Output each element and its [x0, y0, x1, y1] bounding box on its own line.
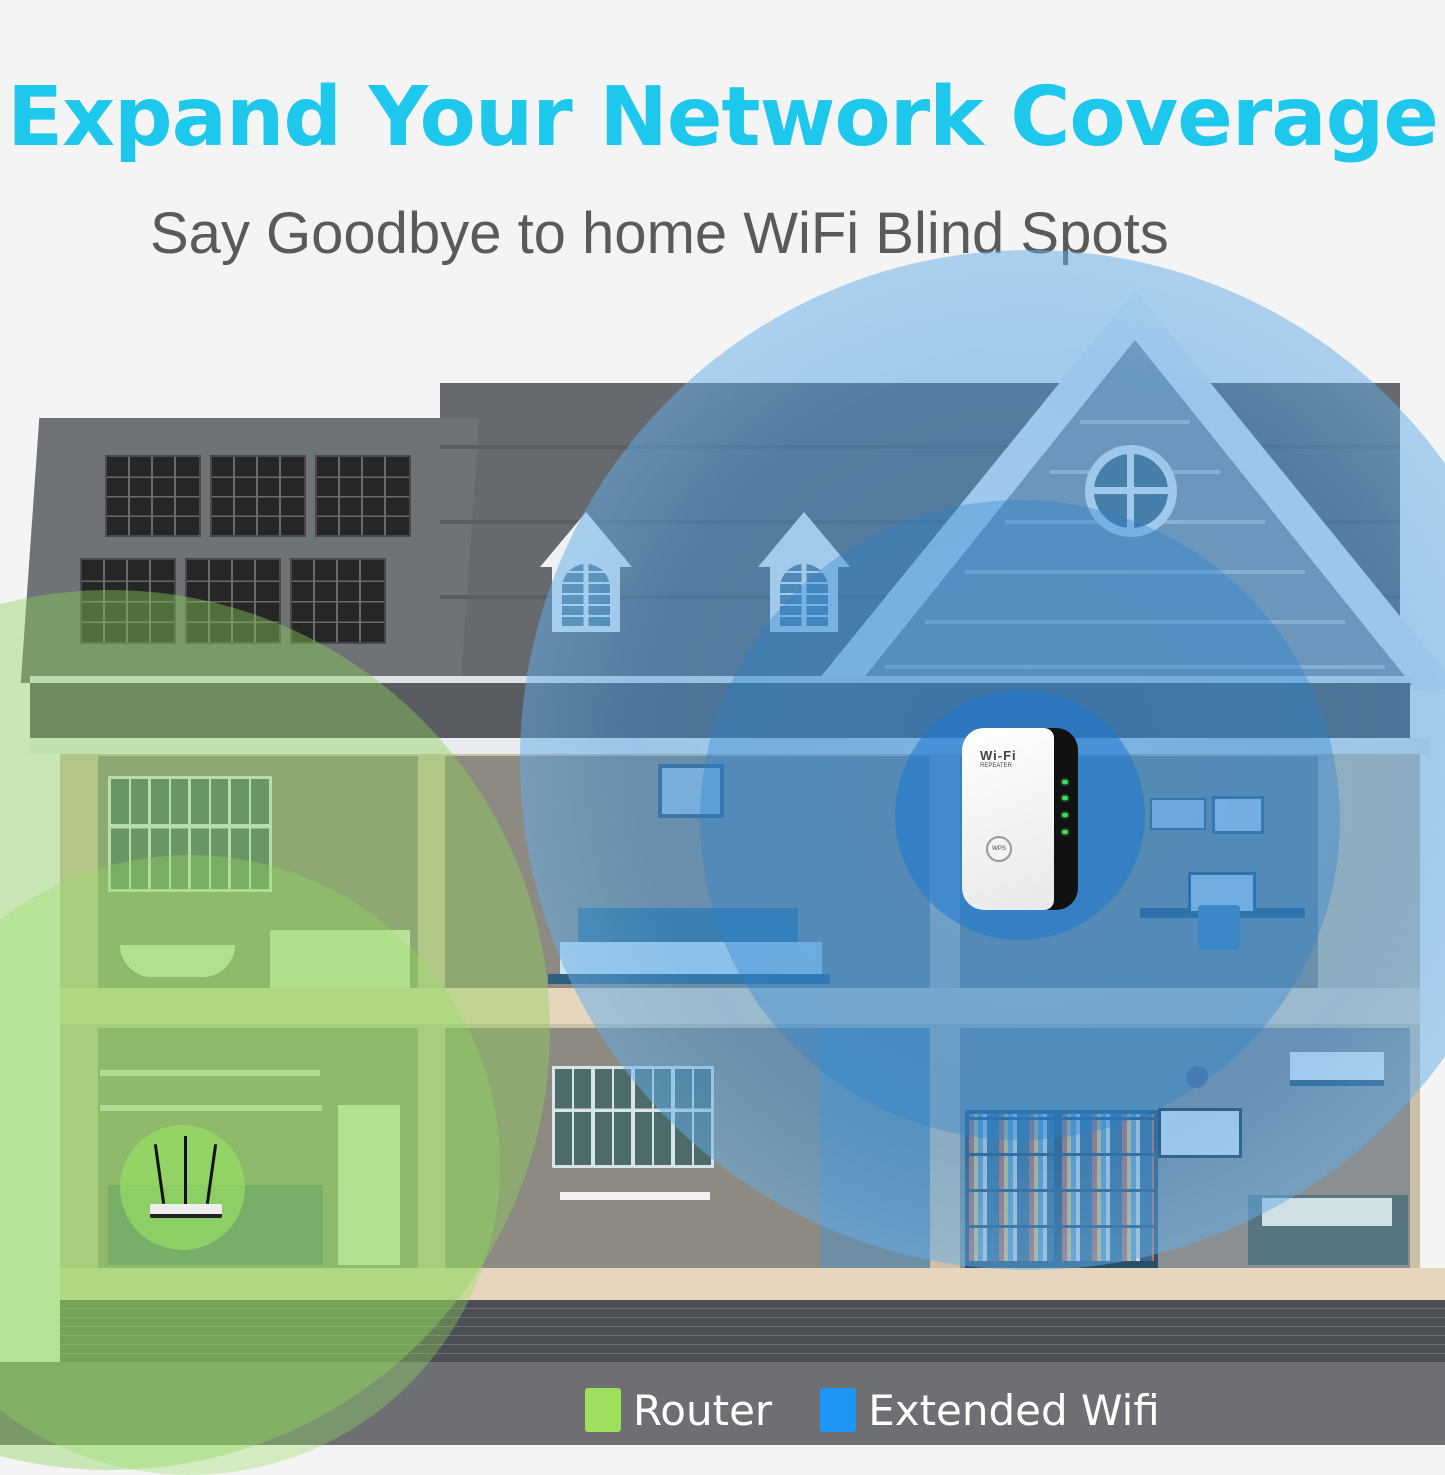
legend: Router Extended Wifi	[585, 1385, 1208, 1435]
wlan-led-icon	[1062, 796, 1068, 800]
solar-panel	[80, 558, 176, 644]
foundation	[60, 1300, 1445, 1362]
router-swatch-icon	[585, 1388, 621, 1432]
router-antenna	[205, 1144, 218, 1204]
router-coverage-core	[120, 1125, 245, 1250]
vanity	[270, 930, 410, 988]
lan-led-icon	[1062, 813, 1068, 817]
extended-wifi-swatch-icon	[820, 1388, 857, 1432]
solar-panel	[105, 455, 201, 537]
window	[552, 1066, 594, 1168]
repeater-brand: Wi-Fi	[980, 748, 1017, 763]
power-led-icon	[1062, 780, 1068, 784]
wps-led-icon	[1062, 830, 1068, 834]
router-body	[150, 1204, 222, 1218]
router-device	[150, 1136, 222, 1222]
kitchen-shelf	[100, 1105, 322, 1111]
window	[592, 1066, 634, 1168]
window	[228, 776, 272, 892]
refrigerator	[338, 1105, 400, 1265]
router-coverage-inner-ring	[0, 855, 500, 1475]
wps-button: WPS	[986, 836, 1012, 862]
dining-table	[560, 1192, 710, 1200]
solar-panel	[185, 558, 281, 644]
router-antenna	[184, 1136, 187, 1204]
ground	[0, 1362, 1445, 1445]
window	[108, 776, 152, 892]
kitchen-shelf	[100, 1070, 320, 1076]
repeater-model: REPEATER	[980, 763, 1012, 769]
sofa-cushions	[1262, 1198, 1392, 1226]
solar-panel	[315, 455, 411, 537]
wifi-repeater-device: Wi-Fi REPEATER WPS	[962, 728, 1078, 910]
router-antenna	[153, 1144, 166, 1204]
bathtub	[120, 945, 235, 977]
ground-floor-slab	[60, 1268, 1445, 1300]
solar-panel	[210, 455, 306, 537]
legend-extended-wifi-label: Extended Wifi	[868, 1385, 1160, 1435]
repeater-front-panel	[962, 728, 1054, 910]
solar-panel	[290, 558, 386, 644]
legend-router-label: Router	[633, 1385, 773, 1435]
headline: Expand Your Network Coverage	[7, 70, 1439, 165]
